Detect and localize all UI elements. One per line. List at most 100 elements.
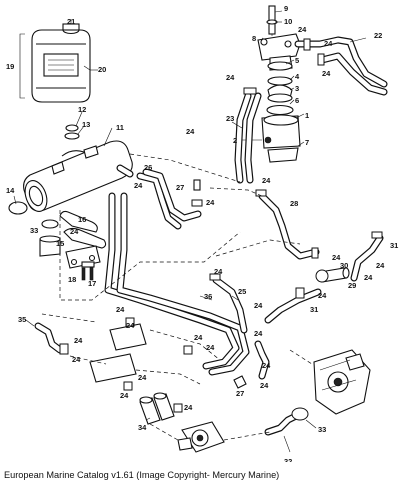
callout-28: 28: [290, 199, 298, 208]
hose-elbow-27: [233, 340, 270, 389]
callout-6: 6: [295, 96, 299, 105]
clamp-14: [8, 201, 28, 215]
thermostat-housing-stack: [240, 5, 301, 163]
callout-14: 14: [6, 186, 15, 195]
callout-24: 24: [254, 329, 263, 338]
callout-24: 24: [116, 305, 125, 314]
hose-25: [209, 273, 248, 334]
coolant-reservoir-assembly: [19, 19, 98, 103]
callout-4: 4: [295, 72, 300, 81]
image-caption: European Marine Catalog v1.61 (Image Cop…: [4, 470, 280, 480]
hose-26: [136, 168, 203, 230]
heat-exchanger: [8, 124, 134, 215]
callout-27-upper: 27: [176, 183, 184, 192]
fitting-27: [193, 179, 201, 191]
callout-24: 24: [322, 69, 331, 78]
callout-10: 10: [284, 17, 292, 26]
callout-26: 26: [144, 163, 152, 172]
housing-gasket: [267, 147, 299, 163]
callout-25: 25: [238, 287, 246, 296]
callout-11: 11: [116, 123, 124, 132]
hose-28: [255, 189, 320, 260]
callout-24: 24: [260, 381, 269, 390]
bolt-17: [89, 265, 94, 281]
callout-29: 29: [348, 281, 356, 290]
callout-24: 24: [72, 355, 81, 364]
callout-24: 24: [318, 291, 327, 300]
callout-24: 24: [298, 25, 307, 34]
callout-21: 21: [67, 17, 75, 26]
callout-24: 24: [184, 403, 193, 412]
connection-lines: [41, 153, 313, 441]
hose-23: [234, 87, 262, 184]
callout-36: 36: [204, 292, 212, 301]
callout-34: 34: [138, 423, 147, 432]
cooling-system-exploded-diagram: 9 10 8 5 4 3 6 1 2 7 21 19 20 22 12 13 1…: [6, 4, 398, 462]
callout-9: 9: [284, 4, 288, 13]
callout-24: 24: [254, 301, 263, 310]
reservoir-bands: [36, 43, 86, 89]
thermostat-cover: [257, 33, 301, 61]
callout-2: 2: [233, 136, 237, 145]
thermostat-seal: [267, 93, 293, 103]
callout-24: 24: [206, 343, 215, 352]
callout-24: 24: [134, 181, 143, 190]
callout-15: 15: [56, 239, 64, 248]
gasket-6: [266, 104, 294, 116]
mounting-bracket: [59, 210, 107, 281]
callout-1: 1: [305, 111, 309, 120]
callout-labels: 9 10 8 5 4 3 6 1 2 7 21 19 20 22 12 13 1…: [6, 4, 398, 462]
callout-24: 24: [70, 227, 79, 236]
elbow-pipe-22: [294, 36, 388, 96]
leader-lines: [13, 10, 367, 453]
callout-24: 24: [120, 391, 129, 400]
bolt-18: [81, 267, 86, 281]
callout-17: 17: [88, 279, 96, 288]
callout-32: 32: [284, 457, 292, 462]
callout-24: 24: [194, 333, 203, 342]
callout-3: 3: [295, 84, 299, 93]
coupling-29-30: [315, 267, 350, 283]
callout-33-left: 33: [30, 226, 38, 235]
hose-31-upper: [350, 231, 384, 282]
callout-8: 8: [252, 34, 256, 43]
sea-water-pump: [177, 421, 225, 453]
callout-16: 16: [78, 215, 86, 224]
hose-31-lower: [264, 287, 322, 324]
heat-exchanger-body: [23, 140, 133, 212]
clamp-33: [291, 407, 309, 421]
bracket-strap: [59, 210, 98, 233]
callout-31-upper: 31: [390, 241, 398, 250]
pressure-cap: [65, 124, 79, 132]
callout-24: 24: [138, 373, 147, 382]
callout-31-lower: 31: [310, 305, 318, 314]
callout-24: 24: [262, 176, 271, 185]
callout-35: 35: [18, 315, 26, 324]
callout-24: 24: [376, 261, 385, 270]
callout-24: 24: [74, 336, 83, 345]
hose-35: [34, 322, 69, 355]
callout-19: 19: [6, 62, 14, 71]
callout-24: 24: [364, 273, 373, 282]
hose-33-short: [39, 219, 61, 257]
callout-22: 22: [374, 31, 382, 40]
gasket-5: [267, 61, 293, 71]
callout-24: 24: [206, 198, 215, 207]
pipe-36: [104, 192, 250, 376]
callout-5: 5: [295, 56, 299, 65]
plug: [264, 136, 272, 144]
engine-block-fragment: [313, 349, 371, 415]
elbow-32: [264, 407, 309, 436]
hose-34: [139, 392, 183, 425]
gasket-4: [267, 76, 293, 86]
callout-24: 24: [214, 267, 223, 276]
callout-24: 24: [226, 73, 235, 82]
callout-13: 13: [82, 120, 90, 129]
callout-24: 24: [332, 253, 341, 262]
callout-24: 24: [262, 361, 271, 370]
callout-24: 24: [186, 127, 195, 136]
callout-24: 24: [324, 39, 333, 48]
callout-27-lower: 27: [236, 389, 244, 398]
callout-30: 30: [340, 261, 348, 270]
cap-gasket: [64, 132, 80, 140]
